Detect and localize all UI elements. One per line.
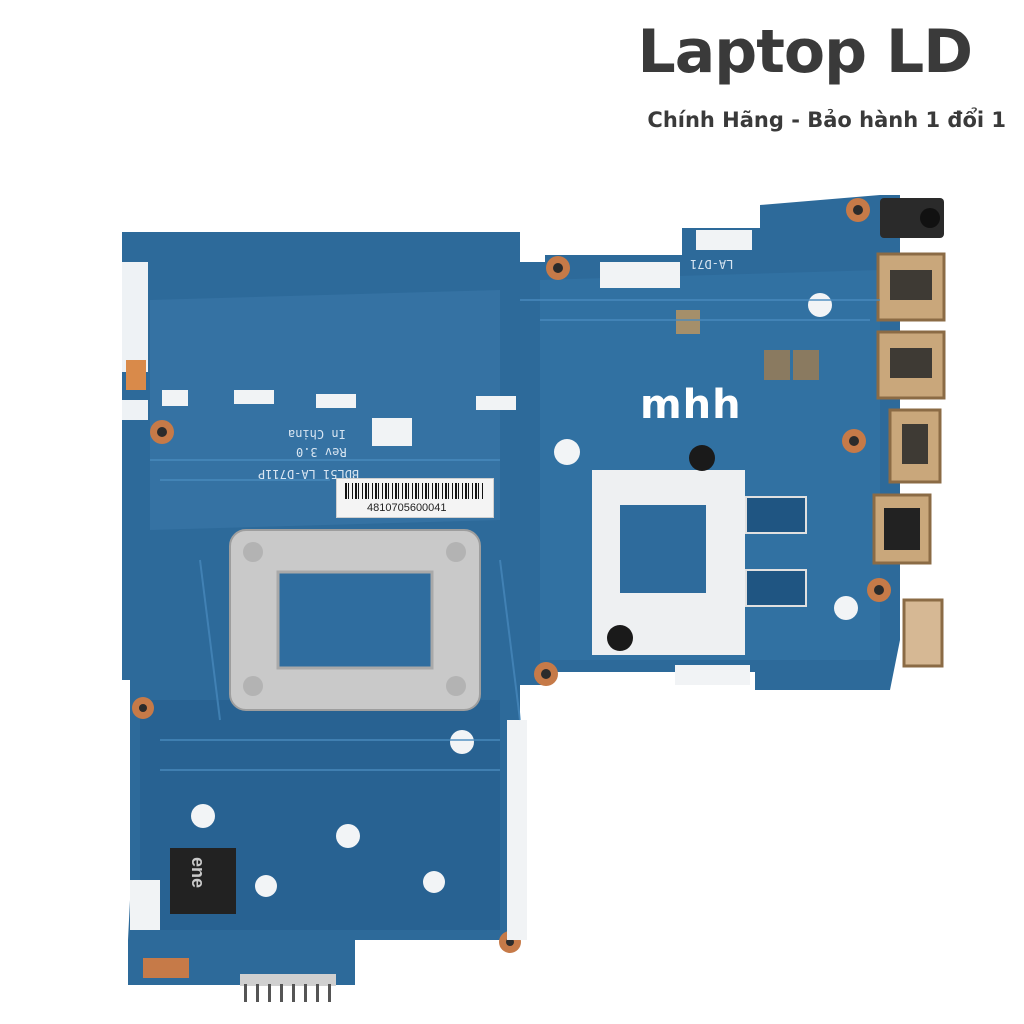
audio-jack <box>880 198 944 238</box>
brand-title: Laptop LD <box>637 17 973 87</box>
barcode <box>345 483 485 499</box>
ec-chip-marking: ene <box>188 856 209 889</box>
serial-number: 4810705600041 <box>367 502 447 514</box>
card-reader-port <box>902 598 944 668</box>
rev-text: Rev 3.0 <box>296 445 347 459</box>
serial-sticker: 4810705600041 <box>336 478 494 518</box>
origin-text: In China <box>288 427 346 441</box>
watermark-text: mhh <box>640 382 742 428</box>
ec-chip <box>170 848 236 914</box>
board-label: LA-D71 <box>690 257 734 271</box>
brand-tagline: Chính Hãng - Bảo hành 1 đổi 1 <box>647 108 1006 132</box>
